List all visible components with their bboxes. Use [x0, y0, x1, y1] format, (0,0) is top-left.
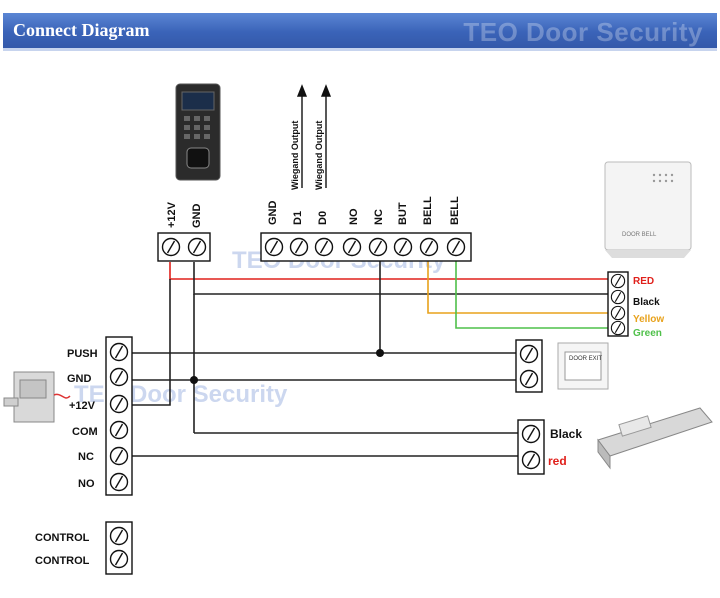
reader-terminal-label-but: BUT — [397, 202, 409, 225]
lock-wire-label-red: red — [548, 454, 567, 468]
psu-label-gnd: GND — [67, 373, 92, 385]
lock-wire-label-black: Black — [550, 427, 582, 441]
psu-label-12v: +12V — [69, 400, 96, 412]
reader-terminal-label-d1: D1 — [292, 211, 304, 225]
exit-button-icon: DOOR EXIT — [557, 342, 609, 390]
control-terminal-block — [105, 521, 133, 575]
electric-lock-icon — [597, 407, 713, 470]
bell-wire-label-yellow: Yellow — [633, 314, 664, 325]
bell-wire-label-green: Green — [633, 328, 662, 339]
exit-button-label: DOOR EXIT — [569, 356, 602, 362]
power-supply-icon — [3, 371, 71, 423]
reader-terminal-label-gnd: GND — [267, 201, 279, 226]
psu-label-nc: NC — [78, 451, 94, 463]
control-label-2: CONTROL — [35, 555, 90, 567]
door-bell-icon: DOOR BELL — [604, 161, 692, 258]
psu-label-no: NO — [78, 478, 95, 490]
door-bell-label: DOOR BELL — [622, 232, 657, 238]
wiegand-label-2: Wiegand Output — [314, 121, 324, 190]
reader-signal-terminal-block — [260, 232, 472, 262]
lock-terminal-block — [517, 419, 545, 475]
reader-terminal-label-bell1: BELL — [422, 196, 434, 225]
control-label-1: CONTROL — [35, 532, 90, 544]
bell-wire-label-black: Black — [633, 297, 660, 308]
reader-power-terminal-block — [157, 232, 211, 262]
header-watermark: TEO Door Security — [463, 17, 703, 47]
wiegand-label-1: Wiegand Output — [290, 121, 300, 190]
junction-dot-push — [376, 349, 384, 357]
psu-label-push: PUSH — [67, 348, 98, 360]
exit-button-terminal-block — [515, 339, 543, 393]
page-title: Connect Diagram — [13, 20, 150, 40]
junction-dot-gnd — [190, 376, 198, 384]
power-supply-terminal-block — [105, 336, 133, 496]
reader-terminal-label-nc: NC — [373, 209, 385, 225]
reader-terminal-label-bell2: BELL — [449, 196, 461, 225]
reader-label-gnd: GND — [191, 204, 203, 229]
wiegand-arrows — [296, 84, 332, 188]
reader-label-12v: +12V — [166, 201, 178, 228]
reader-terminal-label-no: NO — [348, 208, 360, 225]
wire-yellow-bell — [427, 258, 608, 314]
fingerprint-reader-icon — [175, 83, 221, 181]
header-bar: Connect Diagram TEO Door Security — [3, 13, 717, 51]
wire-green-bell — [455, 258, 608, 329]
bell-wire-label-red: RED — [633, 276, 654, 287]
psu-label-com: COM — [72, 426, 98, 438]
bell-terminal-block — [607, 271, 629, 337]
reader-terminal-label-d0: D0 — [317, 211, 329, 225]
